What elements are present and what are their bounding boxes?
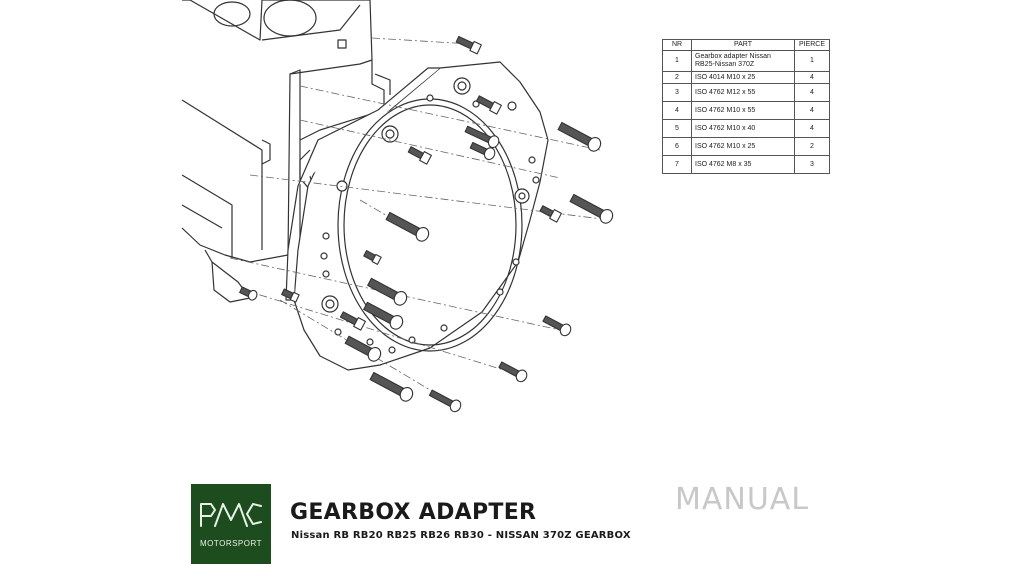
bolt (344, 335, 382, 362)
bolt (539, 205, 562, 223)
cell-nr: 2 (662, 71, 692, 84)
cell-nr: 7 (662, 155, 692, 174)
cell-pierce: 4 (794, 119, 830, 138)
manual-label: MANUAL (675, 482, 810, 517)
table-row: 7 ISO 4762 M8 x 35 3 (662, 155, 830, 174)
cell-pierce: 4 (794, 83, 830, 102)
cell-part: ISO 4762 M10 x 40 (691, 119, 795, 138)
bolts (239, 35, 614, 413)
header-nr: NR (662, 39, 692, 51)
cell-part: ISO 4762 M10 x 25 (691, 137, 795, 156)
cell-pierce: 3 (794, 155, 830, 174)
table-row: 5 ISO 4762 M10 x 40 4 (662, 119, 830, 138)
header-pierce: PIERCE (794, 39, 830, 51)
bolt (369, 371, 414, 402)
table-row: 2 ISO 4014 M10 x 25 4 (662, 71, 830, 84)
cell-pierce: 4 (794, 71, 830, 84)
bolt (428, 389, 462, 413)
bolt (475, 95, 502, 115)
cell-part: ISO 4762 M12 x 55 (691, 83, 795, 102)
bolt (339, 311, 366, 331)
page-subtitle: Nissan RB RB20 RB25 RB26 RB30 - NISSAN 3… (291, 530, 631, 541)
cell-pierce: 4 (794, 101, 830, 120)
bolt (464, 125, 500, 149)
cell-nr: 1 (662, 50, 692, 72)
table-row: 6 ISO 4762 M10 x 25 2 (662, 137, 830, 156)
cell-nr: 3 (662, 83, 692, 102)
bolt (239, 286, 258, 301)
bolt (455, 35, 482, 55)
bolt (469, 141, 496, 161)
table-row: 3 ISO 4762 M12 x 55 4 (662, 83, 830, 102)
bolt (498, 361, 528, 383)
cell-part: ISO 4762 M10 x 55 (691, 101, 795, 120)
bolt (407, 146, 432, 165)
bolt (281, 288, 300, 303)
table-header-row: NR PART PIERCE (662, 39, 830, 51)
bolt (385, 211, 430, 242)
cell-nr: 4 (662, 101, 692, 120)
table-row: 4 ISO 4762 M10 x 55 4 (662, 101, 830, 120)
header-part: PART (691, 39, 795, 51)
pmc-logo-mark (200, 503, 262, 527)
cell-nr: 6 (662, 137, 692, 156)
logo-subtext: MOTORSPORT (199, 539, 263, 548)
bolt (367, 277, 408, 306)
bolt (557, 121, 602, 152)
cell-nr: 5 (662, 119, 692, 138)
cell-pierce: 2 (794, 137, 830, 156)
bolt (363, 301, 404, 330)
table-row: 1 Gearbox adapter Nissan RB25-Nissan 370… (662, 50, 830, 72)
page-title: GEARBOX ADAPTER (290, 500, 537, 525)
bolt (363, 250, 382, 265)
cell-part: ISO 4014 M10 x 25 (691, 71, 795, 84)
gearbox-housing (181, 0, 391, 303)
pmc-motorsport-logo: MOTORSPORT (191, 484, 271, 564)
parts-table: NR PART PIERCE 1 Gearbox adapter Nissan … (662, 39, 830, 174)
bolt (542, 315, 572, 337)
cell-pierce: 1 (794, 50, 830, 72)
adapter-plate (285, 61, 549, 371)
cell-part: ISO 4762 M8 x 35 (691, 155, 795, 174)
bolt (569, 193, 614, 224)
cell-part: Gearbox adapter Nissan RB25-Nissan 370Z (691, 50, 795, 72)
